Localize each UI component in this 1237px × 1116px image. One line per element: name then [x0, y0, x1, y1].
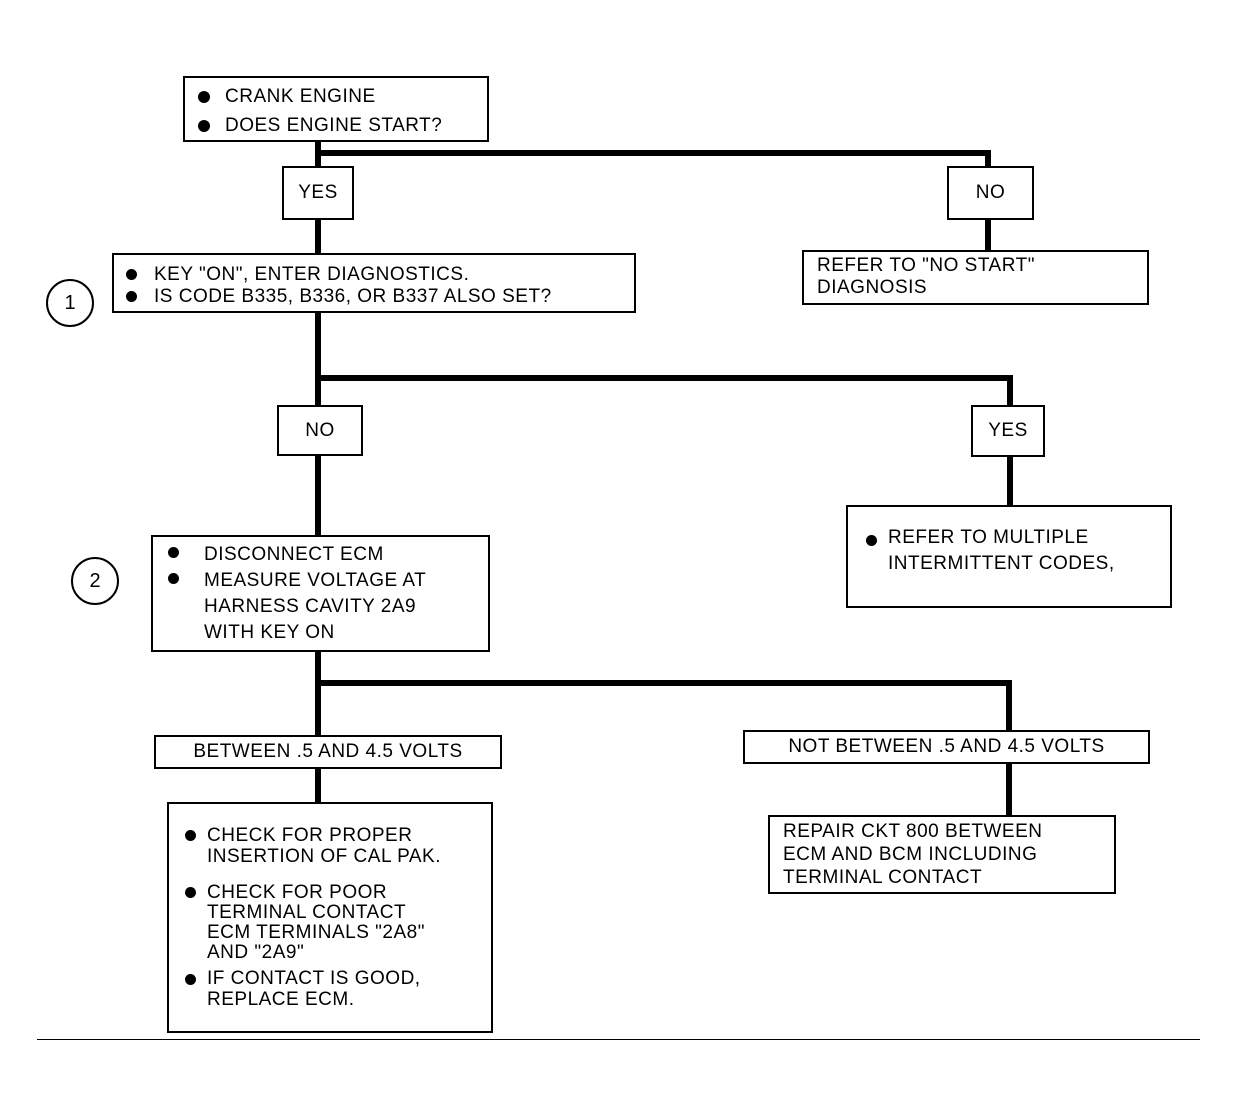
connector-step2-down [315, 650, 321, 739]
bullet-icon [126, 291, 137, 302]
bullet-icon [866, 535, 877, 546]
step-1-bullet-2: IS CODE B335, B336, OR B337 ALSO SET? [154, 286, 552, 307]
connector-notbetween-to-result [1006, 762, 1012, 817]
bottom-divider [37, 1039, 1200, 1040]
connector-branch3-horizontal [315, 680, 1012, 686]
connector-branch2-right-down [1007, 375, 1013, 408]
step-1-bullet-1: KEY "ON", ENTER DIAGNOSTICS. [154, 264, 470, 285]
no-label-1: NO [947, 166, 1034, 220]
left-result-bullet-3-line-2: REPLACE ECM. [207, 989, 355, 1010]
no-start-result-line-1: REFER TO "NO START" [817, 255, 1035, 276]
step-1-box: KEY "ON", ENTER DIAGNOSTICS. IS CODE B33… [112, 253, 636, 313]
step-2-bullet-2-line-2: HARNESS CAVITY 2A9 [204, 596, 417, 617]
no-start-result-line-2: DIAGNOSIS [817, 277, 928, 298]
multiple-codes-line-2: INTERMITTENT CODES, [888, 553, 1115, 574]
left-result-bullet-2-line-2: TERMINAL CONTACT [207, 902, 407, 923]
multiple-codes-result-box: REFER TO MULTIPLE INTERMITTENT CODES, [846, 505, 1172, 608]
connector-step1-down [315, 311, 321, 408]
right-result-line-3: TERMINAL CONTACT [783, 867, 983, 888]
connector-no2-to-step2 [315, 454, 321, 538]
left-result-bullet-2-line-1: CHECK FOR POOR [207, 882, 388, 903]
bullet-icon [168, 573, 179, 584]
connector-branch1-horizontal [315, 150, 991, 156]
multiple-codes-line-1: REFER TO MULTIPLE [888, 527, 1089, 548]
bullet-icon [126, 269, 137, 280]
between-volts-label: BETWEEN .5 AND 4.5 VOLTS [154, 735, 502, 769]
not-between-volts-label: NOT BETWEEN .5 AND 4.5 VOLTS [743, 730, 1150, 764]
step-2-bullet-2-line-1: MEASURE VOLTAGE AT [204, 570, 427, 591]
yes-label-2: YES [971, 405, 1045, 457]
left-result-bullet-2-line-3: ECM TERMINALS "2A8" [207, 922, 425, 943]
connector-start-down [315, 141, 321, 172]
bullet-icon [198, 120, 210, 132]
connector-branch3-right-down [1006, 680, 1012, 733]
left-result-bullet-1-line-2: INSERTION OF CAL PAK. [207, 846, 441, 867]
connector-between-to-result [315, 767, 321, 805]
no-start-result-box: REFER TO "NO START" DIAGNOSIS [802, 250, 1149, 305]
right-result-line-2: ECM AND BCM INCLUDING [783, 844, 1038, 865]
left-result-bullet-3-line-1: IF CONTACT IS GOOD, [207, 968, 421, 989]
start-bullet-1: CRANK ENGINE [225, 86, 376, 107]
step-2-bullet-1: DISCONNECT ECM [204, 544, 384, 565]
left-result-bullet-1-line-1: CHECK FOR PROPER [207, 825, 413, 846]
bullet-icon [185, 974, 196, 985]
not-between-volts-result-box: REPAIR CKT 800 BETWEEN ECM AND BCM INCLU… [768, 815, 1116, 894]
right-result-line-1: REPAIR CKT 800 BETWEEN [783, 821, 1043, 842]
step-1-number: 1 [46, 279, 94, 327]
connector-branch2-horizontal [315, 375, 1013, 381]
step-2-number: 2 [71, 557, 119, 605]
start-box: CRANK ENGINE DOES ENGINE START? [183, 76, 489, 142]
yes-label-1: YES [282, 166, 354, 220]
step-2-box: DISCONNECT ECM MEASURE VOLTAGE AT HARNES… [151, 535, 490, 652]
bullet-icon [185, 830, 196, 841]
step-2-bullet-2-line-3: WITH KEY ON [204, 622, 335, 643]
connector-yes1-to-step1 [315, 218, 321, 256]
bullet-icon [168, 547, 179, 558]
connector-no1-to-result [985, 218, 991, 252]
between-volts-result-box: CHECK FOR PROPER INSERTION OF CAL PAK. C… [167, 802, 493, 1033]
bullet-icon [198, 91, 210, 103]
bullet-icon [185, 887, 196, 898]
connector-branch1-right-down [985, 150, 991, 172]
start-bullet-2: DOES ENGINE START? [225, 115, 443, 136]
connector-yes2-to-result [1007, 455, 1013, 507]
left-result-bullet-2-line-4: AND "2A9" [207, 942, 305, 963]
no-label-2: NO [277, 405, 363, 456]
